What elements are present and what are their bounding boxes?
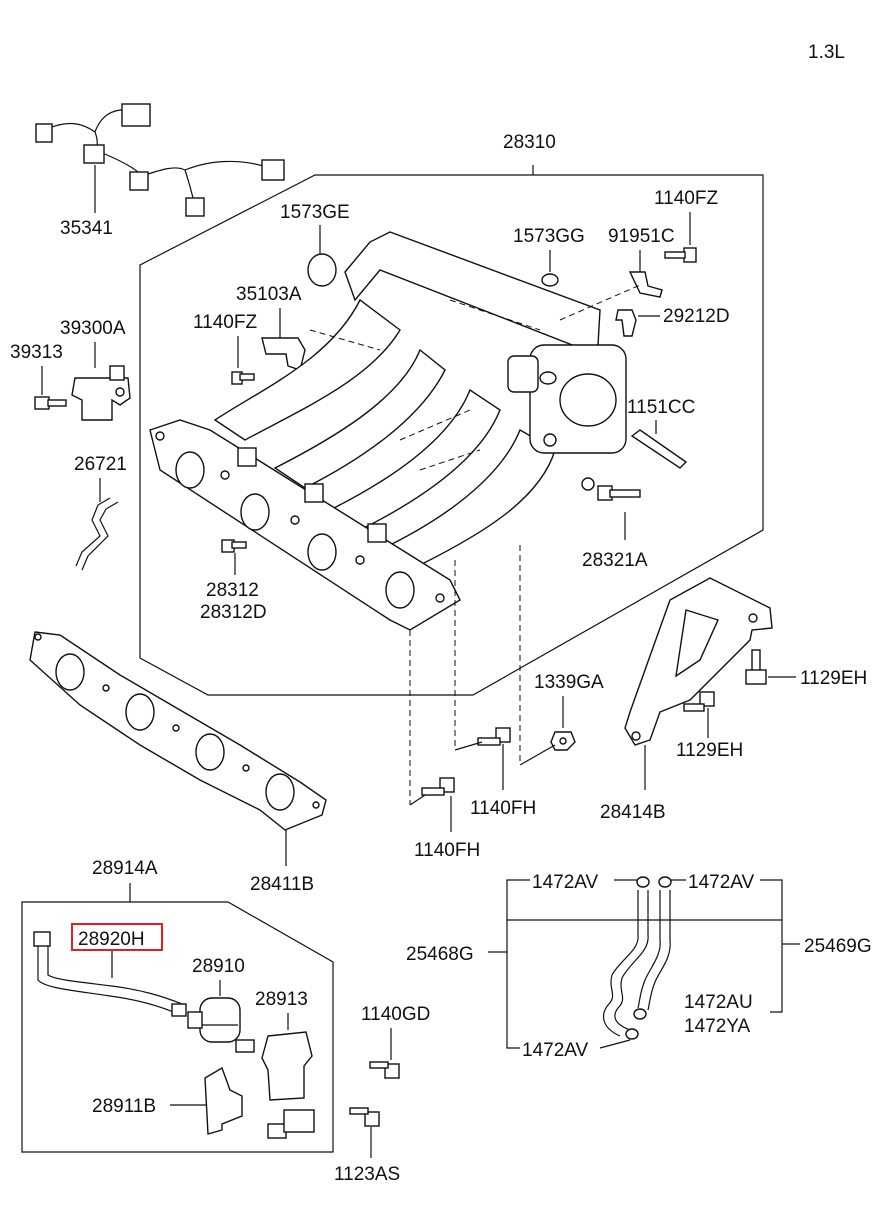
part-label-25468G: 25468G	[406, 944, 474, 965]
part-label-1339GA: 1339GA	[534, 672, 604, 693]
bracket-91951C[interactable]	[628, 271, 663, 298]
part-label-35103A: 35103A	[236, 284, 302, 305]
part-label-28310: 28310	[503, 132, 556, 153]
bolt-1129EH-upper[interactable]	[745, 649, 767, 685]
part-label-28321A: 28321A	[582, 550, 648, 571]
part-label-1472YA: 1472YA	[684, 1016, 751, 1037]
part-label-28920H: 28920H	[78, 929, 145, 950]
manifold-frame	[139, 165, 764, 696]
part-label-1573GG: 1573GG	[513, 226, 585, 247]
part-label-28911B: 28911B	[92, 1096, 156, 1117]
seal-ring-1573GE[interactable]	[307, 253, 337, 287]
hose-26721[interactable]	[75, 497, 119, 571]
sensor-39300A[interactable]	[71, 365, 131, 421]
part-label-1472AV-right: 1472AV	[688, 872, 755, 893]
part-label-1573GE: 1573GE	[280, 202, 350, 223]
bolt-28321A[interactable]	[597, 485, 641, 501]
part-label-26721: 26721	[74, 454, 127, 475]
gasket-28411B[interactable]	[29, 631, 327, 831]
part-label-25469G: 25469G	[804, 936, 872, 957]
part-label-1123AS: 1123AS	[334, 1164, 400, 1185]
part-label-39300A: 39300A	[60, 318, 126, 339]
part-label-35341: 35341	[60, 218, 113, 239]
purge-group-frame	[21, 883, 334, 1153]
valve-28910[interactable]	[187, 997, 255, 1053]
hose-28920H[interactable]	[37, 940, 183, 1015]
part-label-28913: 28913	[255, 989, 308, 1010]
breather-hoses[interactable]	[602, 876, 672, 1040]
bolt-28312[interactable]	[221, 539, 247, 553]
bracket-28414B[interactable]	[624, 577, 773, 746]
bracket-35103A[interactable]	[261, 337, 306, 371]
part-label-1140FZ-left: 1140FZ	[193, 312, 257, 333]
part-label-28910: 28910	[192, 956, 245, 977]
seal-ring-1573GG[interactable]	[541, 273, 559, 287]
bolt-1140FH-upper[interactable]	[477, 727, 511, 746]
part-label-29212D: 29212D	[663, 306, 730, 327]
bolt-1140FH-lower[interactable]	[421, 777, 455, 796]
bolt-1123AS[interactable]	[349, 1107, 380, 1127]
part-label-1140GD: 1140GD	[361, 1004, 430, 1025]
part-label-1151CC: 1151CC	[627, 397, 695, 418]
bolt-1140FZ-left[interactable]	[231, 371, 255, 385]
part-label-1140FH-upper: 1140FH	[470, 798, 536, 819]
bolt-1140FZ-top[interactable]	[664, 247, 697, 263]
clip-28913[interactable]	[261, 1031, 313, 1101]
nut-1339GA[interactable]	[550, 731, 576, 751]
fitting-29212D[interactable]	[615, 309, 637, 337]
part-label-1472AV-bottom: 1472AV	[522, 1040, 589, 1061]
bracket-28911B[interactable]	[204, 1066, 315, 1139]
wire-harness[interactable]	[35, 103, 285, 217]
part-label-91951C: 91951C	[608, 226, 675, 247]
part-label-1129EH-lower: 1129EH	[676, 740, 743, 761]
part-label-28414B: 28414B	[600, 802, 666, 823]
part-label-1140FZ-top: 1140FZ	[654, 188, 718, 209]
bolt-1129EH-lower[interactable]	[683, 691, 715, 712]
intake-manifold[interactable]	[149, 231, 627, 631]
part-label-28312D: 28312D	[200, 602, 267, 623]
part-label-1140FH-lower: 1140FH	[414, 840, 480, 861]
bolt-39313[interactable]	[34, 396, 67, 410]
engine-variant-label: 1.3L	[808, 42, 845, 63]
part-label-1472AU: 1472AU	[684, 992, 753, 1013]
part-label-28411B: 28411B	[250, 874, 314, 895]
stud-1151CC[interactable]	[630, 429, 688, 469]
part-label-1472AV-left: 1472AV	[532, 872, 599, 893]
part-label-1129EH-upper: 1129EH	[800, 668, 867, 689]
part-label-28312: 28312	[206, 580, 259, 601]
highlight-box-28920H	[71, 923, 163, 951]
part-label-28914A: 28914A	[92, 858, 158, 879]
bolt-1140GD[interactable]	[369, 1061, 400, 1079]
part-label-39313: 39313	[10, 342, 63, 363]
